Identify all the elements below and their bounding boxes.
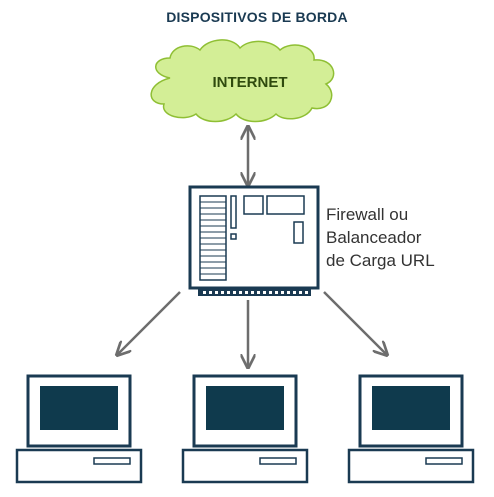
cloud-icon <box>150 39 335 123</box>
firewall-label-line: Balanceador <box>326 228 422 247</box>
firewall-label-line: Firewall ou <box>326 205 409 224</box>
connector-arrows <box>118 128 386 366</box>
firewall-label: Firewall ou Balanceador de Carga URL <box>326 203 486 272</box>
firewall-label-line: de Carga URL <box>326 251 435 270</box>
computer-icon <box>347 374 475 484</box>
arrow-firewall-left <box>118 291 181 354</box>
server-icon <box>188 185 320 296</box>
computer-icon <box>181 374 309 484</box>
arrow-firewall-right <box>323 291 386 354</box>
computer-icon <box>15 374 143 484</box>
internet-label: INTERNET <box>212 74 288 91</box>
diagram-title: DISPOSITIVOS DE BORDA <box>166 9 348 25</box>
